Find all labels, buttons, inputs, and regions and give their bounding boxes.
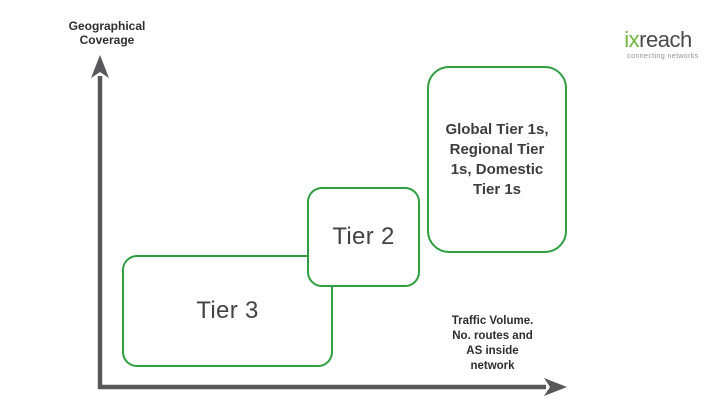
- x-axis-arrowhead-icon: [544, 378, 567, 396]
- tier1-box: Global Tier 1s, Regional Tier 1s, Domest…: [427, 66, 567, 253]
- tier1-label: Global Tier 1s, Regional Tier 1s, Domest…: [445, 120, 549, 198]
- tier2-label: Tier 2: [332, 223, 395, 250]
- logo-ix-text: ix: [624, 27, 640, 52]
- tier3-box: Tier 3: [122, 255, 333, 367]
- tier3-label: Tier 3: [196, 297, 259, 324]
- ixreach-wordmark: ixreach: [610, 28, 706, 52]
- tier2-box: Tier 2: [307, 187, 420, 287]
- y-axis-label: Geographical Coverage: [68, 19, 146, 47]
- ixreach-logo: ixreach connecting networks: [610, 28, 706, 61]
- x-axis-label: Traffic Volume. No. routes and AS inside…: [451, 315, 534, 372]
- logo-tagline: connecting networks: [627, 53, 699, 60]
- y-axis-arrowhead-icon: [91, 55, 109, 78]
- logo-reach-text: reach: [639, 27, 692, 52]
